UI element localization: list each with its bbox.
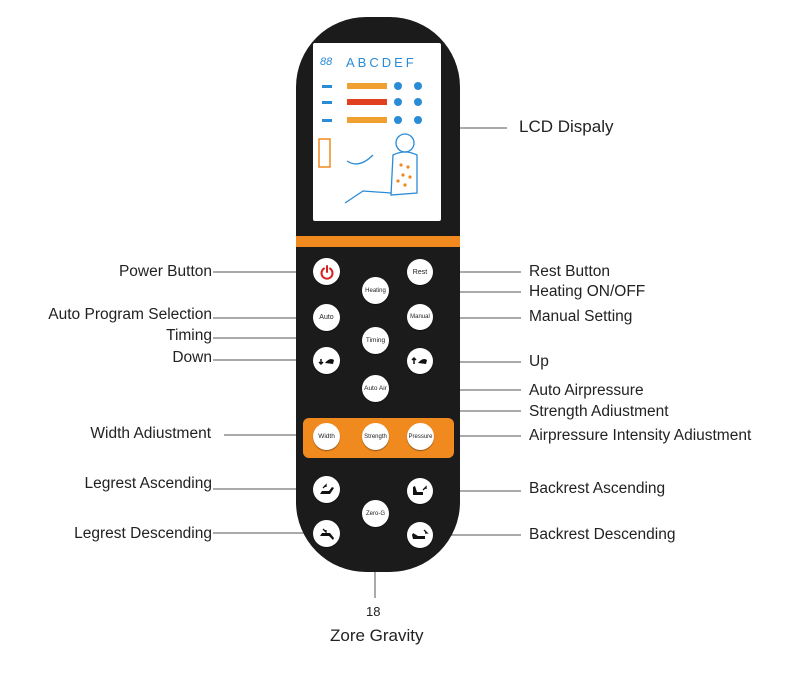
lcd-timer-gauge <box>318 138 331 168</box>
lcd-mode-icon <box>394 82 402 90</box>
label-rest-button: Rest Button <box>529 263 610 280</box>
zero-g-button[interactable]: Zero-G <box>362 500 389 527</box>
width-button[interactable]: Width <box>313 423 340 450</box>
label-auto-airpressure: Auto Airpressure <box>529 382 644 399</box>
label-backrest-descending: Backrest Descending <box>529 526 676 543</box>
label-zero-gravity: Zore Gravity <box>330 626 424 645</box>
auto-button[interactable]: Auto <box>313 304 340 331</box>
label-air-intensity: Airpressure Intensity Adiustment <box>529 427 752 444</box>
divider-strip <box>296 236 460 247</box>
power-icon <box>320 264 333 280</box>
backrest-descending-button[interactable] <box>407 522 433 548</box>
label-down: Down <box>172 349 212 366</box>
label-timing: Timing <box>166 327 212 344</box>
auto-air-button[interactable]: Auto Air <box>362 375 389 402</box>
lcd-mode-icon <box>394 116 402 124</box>
lcd-mode-icon <box>414 98 422 106</box>
recline-down-icon <box>317 358 334 365</box>
backrest-ascending-icon <box>413 485 427 495</box>
legrest-descending-button[interactable] <box>313 520 340 547</box>
label-strength: Strength Adiustment <box>529 403 669 420</box>
lcd-graphics <box>318 82 422 204</box>
label-heating: Heating ON/OFF <box>529 283 646 300</box>
label-auto-program: Auto Program Selection <box>48 306 212 323</box>
lcd-mode-icon <box>414 82 422 90</box>
label-legrest-descending: Legrest Descending <box>74 525 212 542</box>
timing-button[interactable]: Timing <box>362 327 389 354</box>
lcd-row-icon <box>322 85 332 88</box>
legrest-ascending-icon <box>319 482 334 494</box>
lcd-row-icon <box>322 101 332 104</box>
lcd-mode-icon <box>414 116 422 124</box>
lcd-row-icon <box>322 119 332 122</box>
label-power-button: Power Button <box>118 263 212 280</box>
lcd-digits: 88 <box>320 56 333 68</box>
lcd-body-figure <box>344 133 418 204</box>
lcd-level-bar <box>347 99 387 105</box>
pressure-button[interactable]: Pressure <box>407 423 434 450</box>
backrest-descending-icon <box>412 529 429 539</box>
rest-button[interactable]: Rest <box>407 259 433 285</box>
recline-up-icon <box>411 356 427 364</box>
power-button[interactable] <box>313 258 340 285</box>
heating-button[interactable]: Heating <box>362 277 389 304</box>
label-legrest-ascending: Legrest Ascending <box>84 475 212 492</box>
lcd-level-bar <box>347 83 387 89</box>
label-up: Up <box>529 353 549 370</box>
label-width: Width Adiustment <box>90 425 211 442</box>
up-button[interactable] <box>407 348 433 374</box>
lcd-mode-icon <box>394 98 402 106</box>
strength-button[interactable]: Strength <box>362 423 389 450</box>
label-manual-setting: Manual Setting <box>529 308 633 325</box>
legrest-descending-icon <box>319 528 334 540</box>
label-backrest-ascending: Backrest Ascending <box>529 480 666 497</box>
lcd-program-letters: ABCDEF <box>346 55 417 70</box>
down-button[interactable] <box>313 347 340 374</box>
lcd-level-bar <box>347 117 387 123</box>
label-lcd-display: LCD Dispaly <box>519 117 614 136</box>
backrest-ascending-button[interactable] <box>407 478 433 504</box>
manual-button[interactable]: Manual <box>407 304 433 330</box>
page-number: 18 <box>366 604 381 619</box>
legrest-ascending-button[interactable] <box>313 476 340 503</box>
lcd-screen <box>313 43 441 221</box>
